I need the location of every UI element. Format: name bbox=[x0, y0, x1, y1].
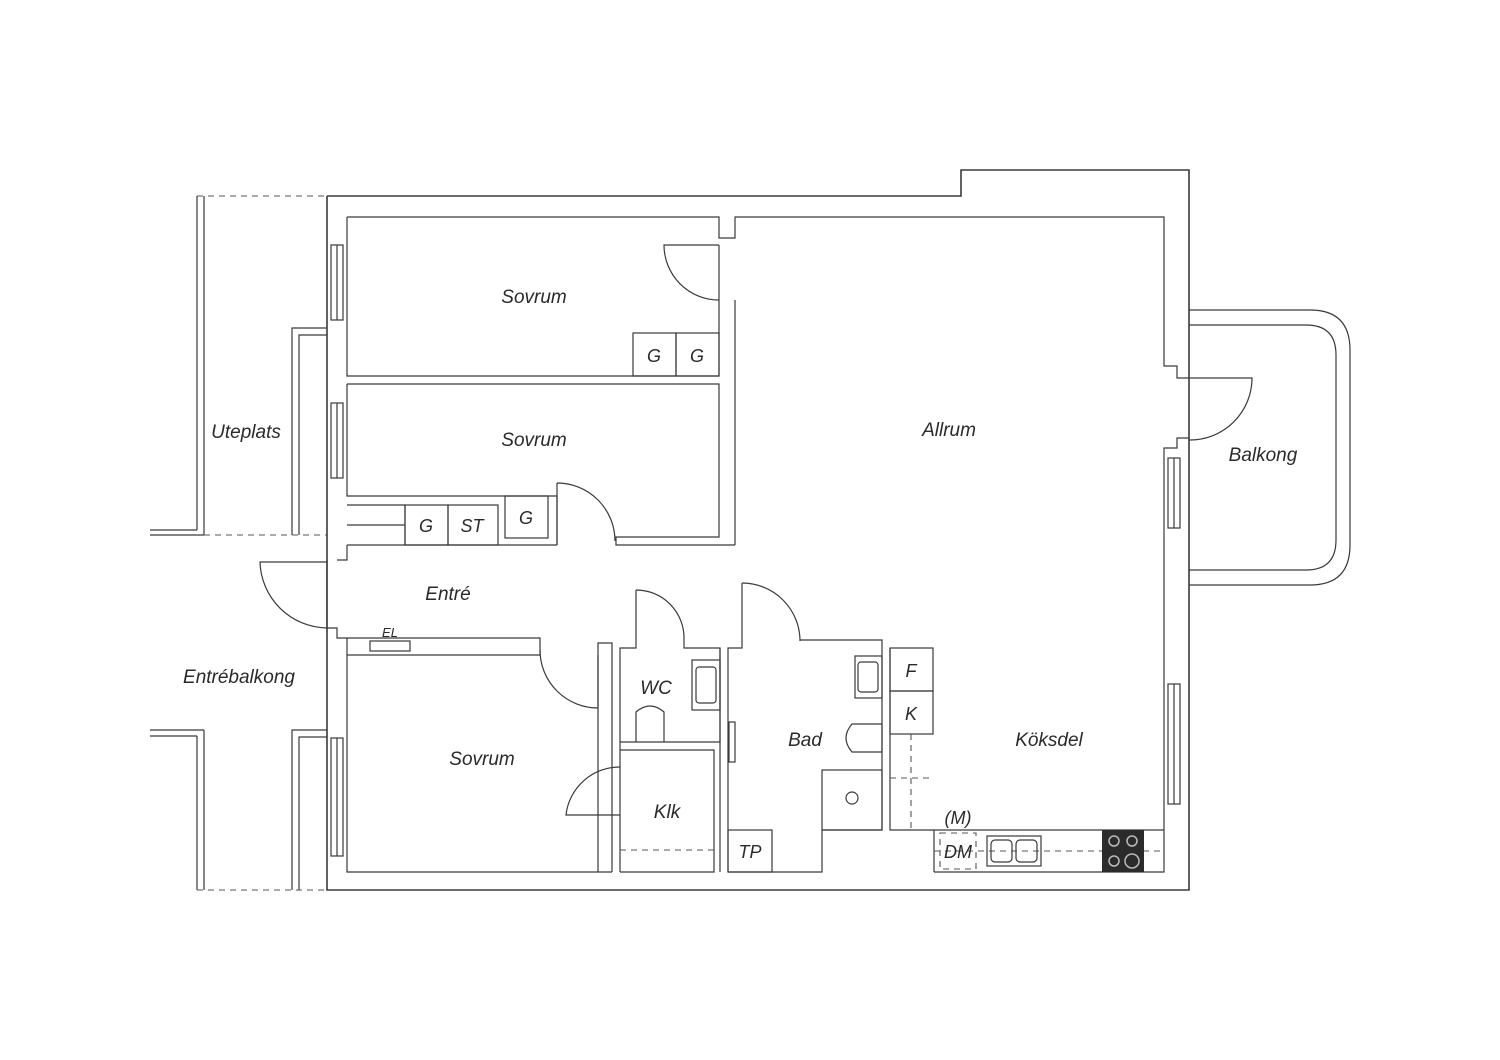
label-storage-st: ST bbox=[460, 516, 485, 536]
bedroom-1 bbox=[346, 217, 736, 545]
klk-closet bbox=[565, 749, 715, 873]
label-fridge-f: F bbox=[906, 661, 918, 681]
label-el-cabinet: EL bbox=[382, 625, 398, 640]
bedroom-2 bbox=[346, 383, 735, 546]
balcony-door bbox=[1188, 377, 1253, 441]
left-windows bbox=[330, 244, 344, 857]
outer-walls bbox=[326, 169, 1190, 891]
right-windows bbox=[1167, 457, 1181, 805]
label-sovrum-1: Sovrum bbox=[501, 287, 566, 308]
uteplats-outline bbox=[150, 195, 327, 536]
label-balkong: Balkong bbox=[1229, 445, 1298, 466]
label-entrebalkong: Entrébalkong bbox=[183, 667, 295, 688]
label-microwave-m: (M) bbox=[945, 808, 972, 828]
bathroom bbox=[727, 582, 883, 873]
entrance-door bbox=[259, 545, 348, 655]
label-entre: Entré bbox=[425, 584, 470, 605]
hall-wall bbox=[347, 637, 613, 872]
kitchen bbox=[889, 647, 1164, 872]
label-uteplats: Uteplats bbox=[211, 422, 281, 443]
label-sovrum-2: Sovrum bbox=[501, 430, 566, 451]
entrebalkong-outline bbox=[150, 729, 327, 891]
wc-room bbox=[619, 589, 721, 872]
label-allrum: Allrum bbox=[921, 420, 976, 441]
label-wardrobe-g1: G bbox=[647, 346, 661, 366]
label-wardrobe-g3: G bbox=[419, 516, 433, 536]
label-bad: Bad bbox=[788, 730, 823, 751]
label-wardrobe-g4: G bbox=[519, 508, 533, 528]
label-koksdel: Köksdel bbox=[1015, 730, 1083, 751]
label-tp: TP bbox=[738, 842, 761, 862]
label-freezer-k: K bbox=[905, 704, 918, 724]
label-sovrum-3: Sovrum bbox=[449, 749, 514, 770]
label-dishwasher-dm: DM bbox=[944, 842, 972, 862]
balkong-outline bbox=[1189, 309, 1351, 586]
label-klk: Klk bbox=[654, 802, 682, 823]
label-wardrobe-g2: G bbox=[690, 346, 704, 366]
bedroom-3 bbox=[346, 655, 612, 873]
label-wc: WC bbox=[640, 678, 672, 699]
